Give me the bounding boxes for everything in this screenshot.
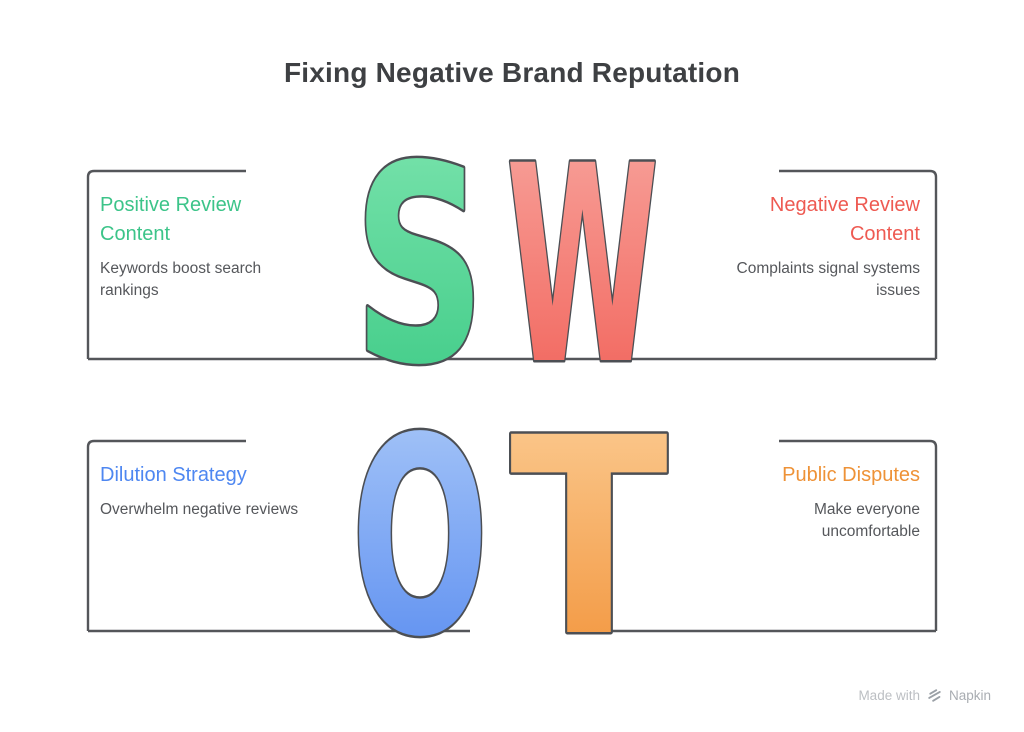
quadrant-opportunities: Dilution Strategy Overwhelm negative rev…	[100, 461, 340, 521]
quadrant-strengths: Positive Review Content Keywords boost s…	[100, 191, 300, 302]
frame-strengths-box	[86, 169, 246, 359]
frame-threats-box	[779, 439, 938, 631]
watermark-made-with: Made with	[858, 688, 920, 703]
frame-opportunities-box	[86, 439, 246, 631]
quadrant-weaknesses-body: Complaints signal systems issues	[736, 260, 920, 299]
napkin-logo-icon	[928, 689, 941, 702]
letter-t: T	[510, 381, 669, 697]
letter-w: W	[506, 109, 659, 425]
quadrant-threats: Public Disputes Make everyone uncomforta…	[760, 461, 920, 543]
quadrant-weaknesses: Negative Review Content Complaints signa…	[720, 191, 920, 302]
frame-weaknesses-box	[779, 169, 938, 359]
letter-s: S	[353, 109, 486, 425]
quadrant-threats-heading: Public Disputes	[782, 464, 920, 486]
quadrant-strengths-heading: Positive Review Content	[100, 194, 242, 245]
letter-o: O	[351, 381, 489, 697]
quadrant-threats-body: Make everyone uncomfortable	[814, 501, 920, 540]
quadrant-opportunities-body: Overwhelm negative reviews	[100, 501, 299, 518]
quadrant-strengths-body: Keywords boost search rankings	[100, 260, 262, 299]
watermark-brand: Napkin	[948, 688, 991, 703]
quadrant-weaknesses-heading: Negative Review Content	[769, 194, 920, 245]
quadrant-opportunities-heading: Dilution Strategy	[100, 464, 247, 486]
watermark: Made with Napkin	[858, 687, 991, 704]
diagram-title: Fixing Negative Brand Reputation	[284, 57, 740, 88]
